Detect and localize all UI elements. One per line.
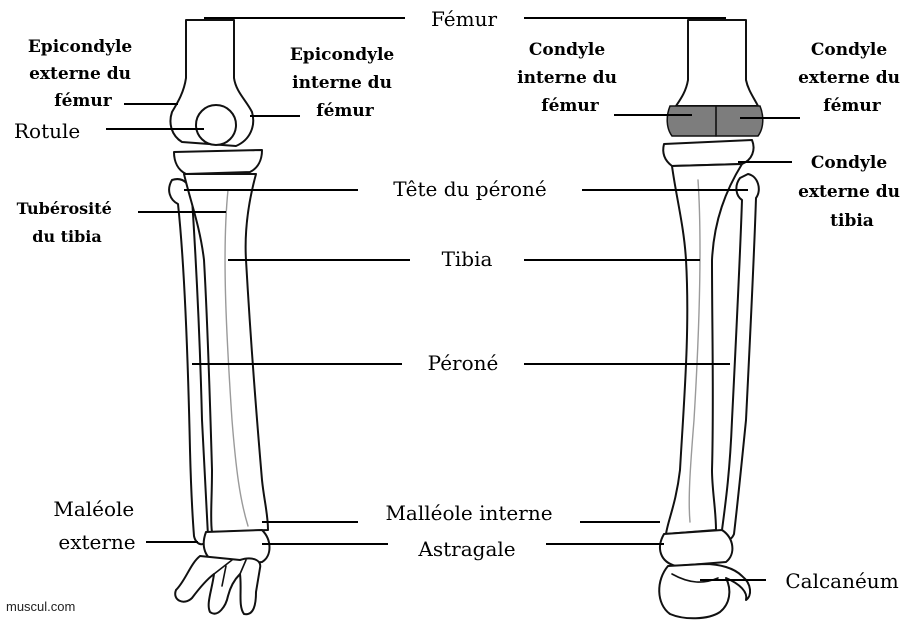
label-calcaneum: Calcanéum [785,569,898,593]
label-femur: Fémur [431,7,497,31]
label-astragale: Astragale [417,537,515,561]
label-epicondyle-interne: Epicondyle interne du fémur [290,45,400,121]
left-tibia-plateau [174,150,262,174]
right-femur-condyles [667,106,763,136]
right-fibula [722,174,759,540]
label-rotule: Rotule [14,119,80,143]
left-leg-anterior-view [169,20,269,614]
label-tuberosite-tibia: Tubérosité du tibia [17,199,118,246]
credit-watermark: muscul.com [6,599,75,614]
left-patella [196,105,236,145]
right-calcaneus [659,564,750,618]
label-condyle-interne-femur: Condyle interne du fémur [517,40,623,116]
right-femur [676,20,758,106]
labels: Fémur Epicondyle externe du fémur Epicon… [6,7,906,614]
label-perone: Péroné [428,351,499,375]
left-foot [175,556,260,614]
right-leg-posterior-view [659,20,763,618]
label-epicondyle-externe: Epicondyle externe du fémur [28,37,138,111]
label-maleole-externe: Maléole externe [53,497,140,554]
label-tete-perone: Tête du péroné [393,177,546,201]
label-malleole-interne: Malléole interne [385,501,552,525]
right-talus [660,530,732,566]
label-tibia: Tibia [442,247,493,271]
label-condyle-externe-femur: Condyle externe du fémur [798,40,906,116]
label-condyle-externe-tibia: Condyle externe du tibia [798,153,906,231]
